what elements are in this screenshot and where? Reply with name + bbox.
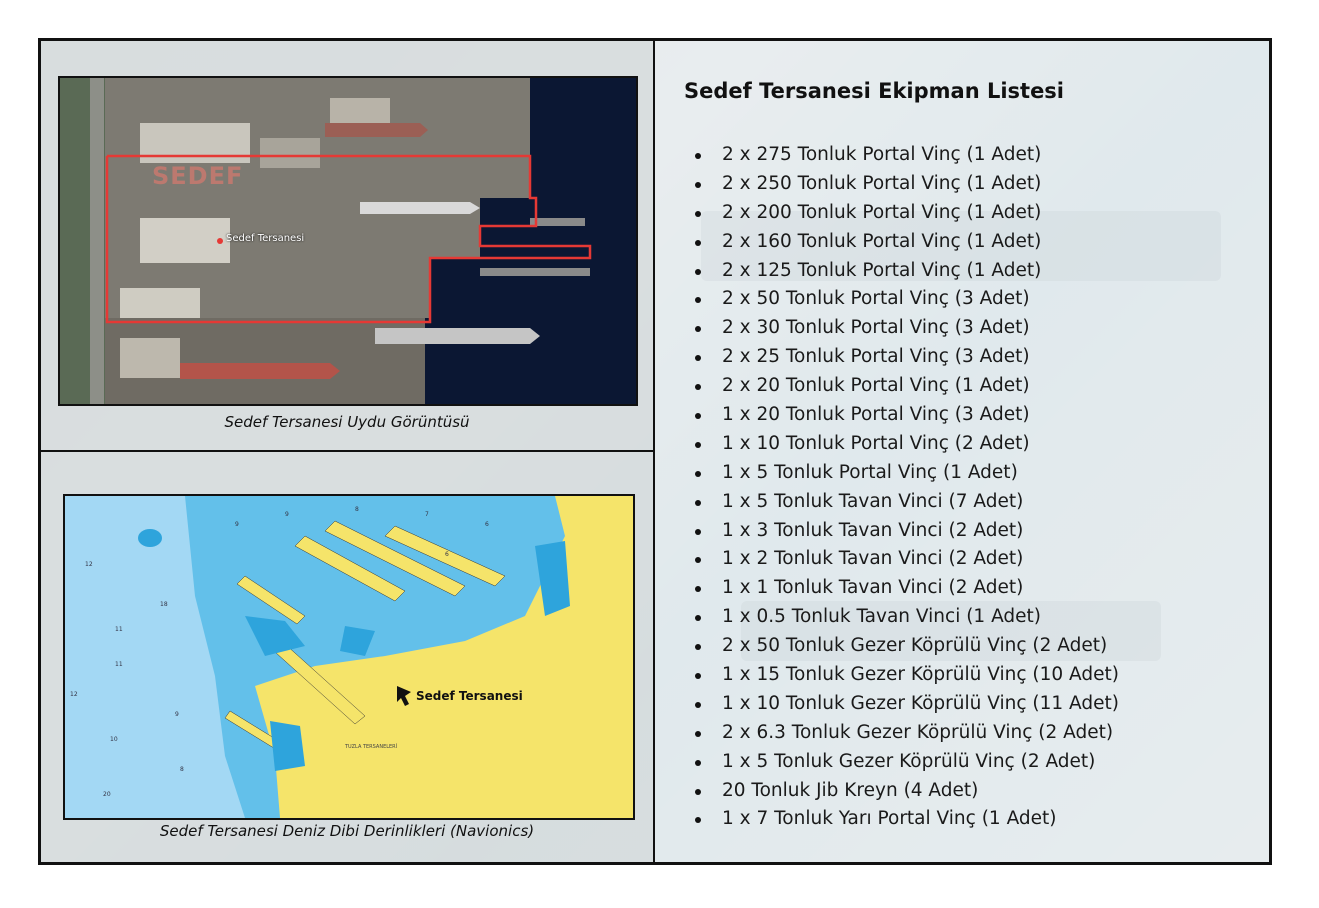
equipment-list-item: 2 x 30 Tonluk Portal Vinç (3 Adet) (684, 314, 1119, 343)
satellite-caption: Sedef Tersanesi Uydu Görüntüsü (224, 413, 470, 431)
svg-text:11: 11 (115, 626, 123, 633)
equipment-panel: Sedef Tersanesi Ekipman Listesi 2 x 275 … (655, 41, 1269, 862)
svg-text:18: 18 (160, 601, 168, 608)
svg-text:20: 20 (103, 791, 111, 798)
equipment-list-item: 2 x 20 Tonluk Portal Vinç (1 Adet) (684, 372, 1119, 401)
satellite-illustration (60, 78, 636, 404)
equipment-list-item: 2 x 50 Tonluk Gezer Köprülü Vinç (2 Adet… (684, 632, 1119, 661)
equipment-list-item: 1 x 7 Tonluk Yarı Portal Vinç (1 Adet) (684, 805, 1119, 834)
equipment-list-item: 20 Tonluk Jib Kreyn (4 Adet) (684, 777, 1119, 806)
svg-text:9: 9 (235, 521, 239, 528)
equipment-list-item: 1 x 10 Tonluk Portal Vinç (2 Adet) (684, 430, 1119, 459)
svg-text:12: 12 (70, 691, 78, 698)
equipment-list-item: 1 x 20 Tonluk Portal Vinç (3 Adet) (684, 401, 1119, 430)
equipment-list-item: 1 x 15 Tonluk Gezer Köprülü Vinç (10 Ade… (684, 661, 1119, 690)
svg-text:10: 10 (110, 736, 118, 743)
equipment-list-item: 2 x 50 Tonluk Portal Vinç (3 Adet) (684, 285, 1119, 314)
equipment-list-item: 1 x 5 Tonluk Portal Vinç (1 Adet) (684, 459, 1119, 488)
equipment-list-item: 1 x 10 Tonluk Gezer Köprülü Vinç (11 Ade… (684, 690, 1119, 719)
equipment-list-item: 2 x 6.3 Tonluk Gezer Köprülü Vinç (2 Ade… (684, 719, 1119, 748)
depth-chart-image: 12 18 11 11 12 10 20 9 8 9 9 8 7 6 6 TUZLA TERSANE… (63, 494, 635, 820)
depth-chart-panel: 12 18 11 11 12 10 20 9 8 9 9 8 7 6 6 TUZLA TERSANE… (41, 452, 655, 862)
equipment-list-item: 1 x 1 Tonluk Tavan Vinci (2 Adet) (684, 574, 1119, 603)
equipment-list-item: 2 x 200 Tonluk Portal Vinç (1 Adet) (684, 199, 1119, 228)
svg-text:9: 9 (285, 511, 289, 518)
satellite-panel: SEDEF Sedef Tersanesi Sedef Tersanesi Uy… (41, 41, 655, 452)
svg-text:12: 12 (85, 561, 93, 568)
svg-text:6: 6 (445, 551, 449, 558)
svg-text:7: 7 (425, 511, 429, 518)
equipment-list-item: 2 x 275 Tonluk Portal Vinç (1 Adet) (684, 141, 1119, 170)
depth-chart-caption: Sedef Tersanesi Deniz Dibi Derinlikleri … (159, 822, 535, 840)
depth-chart-label: Sedef Tersanesi (416, 689, 523, 703)
equipment-list-item: 1 x 3 Tonluk Tavan Vinci (2 Adet) (684, 517, 1119, 546)
equipment-list-item: 2 x 250 Tonluk Portal Vinç (1 Adet) (684, 170, 1119, 199)
svg-text:6: 6 (485, 521, 489, 528)
svg-text:8: 8 (180, 766, 184, 773)
equipment-list-item: 1 x 5 Tonluk Tavan Vinci (7 Adet) (684, 488, 1119, 517)
svg-text:11: 11 (115, 661, 123, 668)
shipyard-watermark: SEDEF (152, 162, 244, 190)
equipment-list-item: 1 x 2 Tonluk Tavan Vinci (2 Adet) (684, 545, 1119, 574)
equipment-list-item: 2 x 125 Tonluk Portal Vinç (1 Adet) (684, 257, 1119, 286)
equipment-list-item: 1 x 0.5 Tonluk Tavan Vinci (1 Adet) (684, 603, 1119, 632)
satellite-map-label: Sedef Tersanesi (226, 233, 305, 244)
svg-text:9: 9 (175, 711, 179, 718)
equipment-list-item: 2 x 25 Tonluk Portal Vinç (3 Adet) (684, 343, 1119, 372)
equipment-title: Sedef Tersanesi Ekipman Listesi (684, 79, 1065, 103)
equipment-list-item: 2 x 160 Tonluk Portal Vinç (1 Adet) (684, 228, 1119, 257)
document-frame: SEDEF Sedef Tersanesi Sedef Tersanesi Uy… (38, 38, 1272, 865)
svg-text:8: 8 (355, 506, 359, 513)
equipment-list-item: 1 x 5 Tonluk Gezer Köprülü Vinç (2 Adet) (684, 748, 1119, 777)
satellite-image: SEDEF Sedef Tersanesi (58, 76, 638, 406)
svg-text:TUZLA TERSANELERİ: TUZLA TERSANELERİ (344, 743, 397, 750)
equipment-list: 2 x 275 Tonluk Portal Vinç (1 Adet)2 x 2… (684, 141, 1119, 834)
depth-chart-illustration: 12 18 11 11 12 10 20 9 8 9 9 8 7 6 6 TUZLA TERSANE… (65, 496, 633, 818)
